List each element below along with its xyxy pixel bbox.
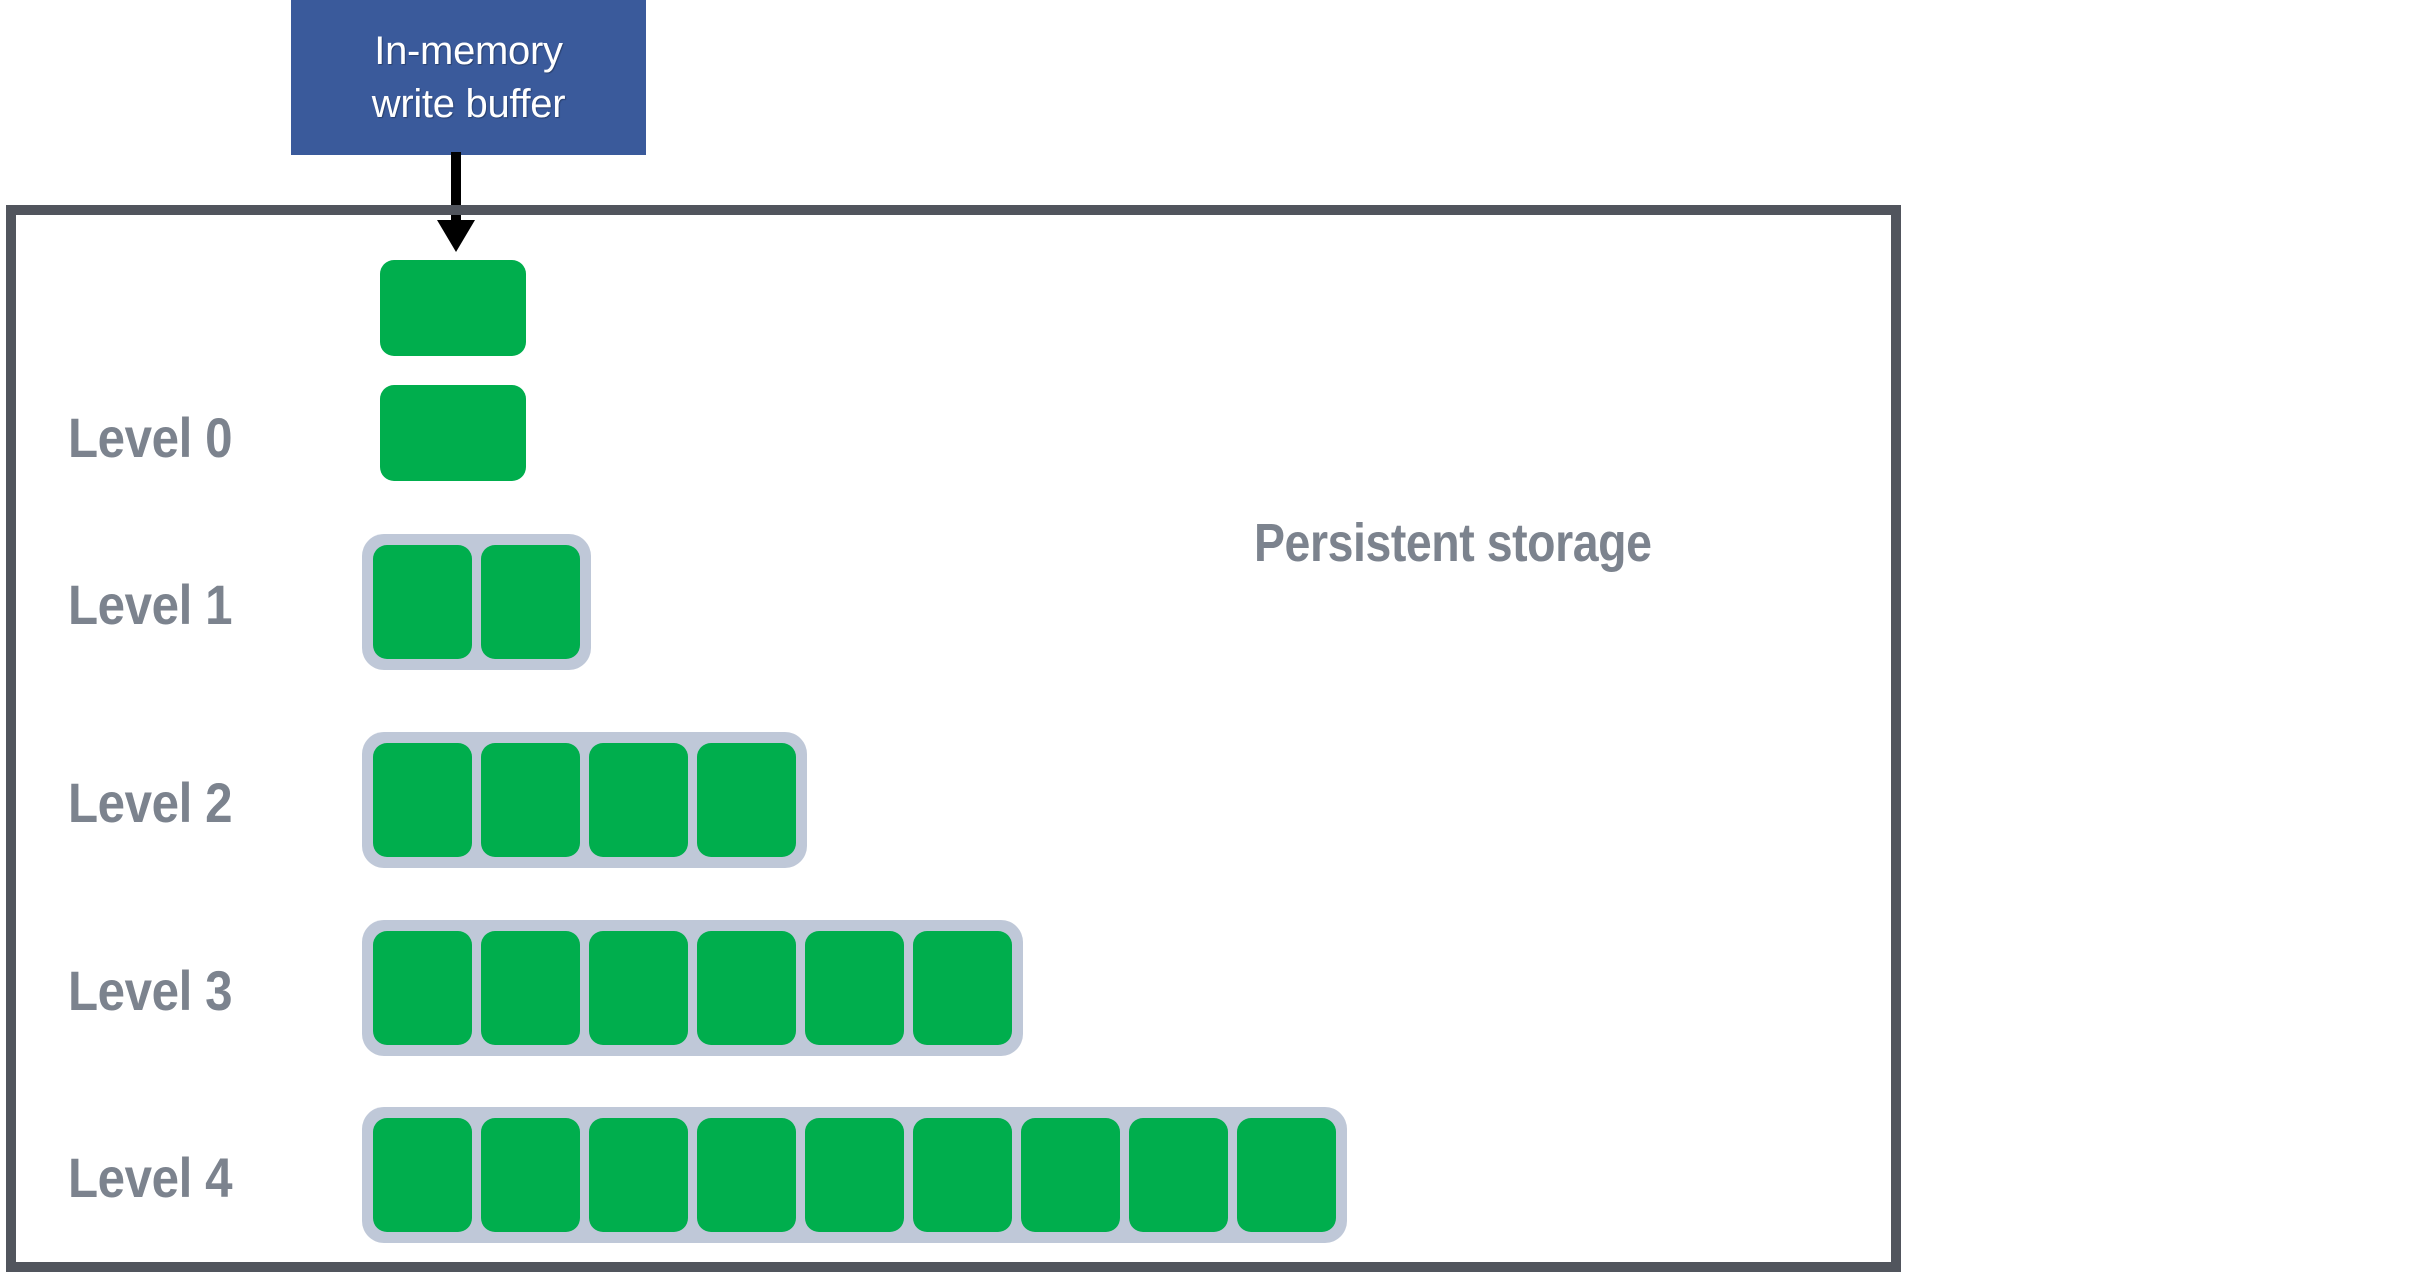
persistent-storage-label: Persistent storage <box>1254 513 1652 573</box>
sstable-block <box>373 1118 472 1232</box>
sstable-block <box>1237 1118 1336 1232</box>
run-container-level-3 <box>362 920 1023 1056</box>
sstable-block <box>697 931 796 1045</box>
sstable-block <box>805 931 904 1045</box>
buffer-label-line-2: write buffer <box>371 81 566 126</box>
sstable-block <box>589 931 688 1045</box>
level-label-4: Level 4 <box>68 1146 233 1209</box>
level-label-1: Level 1 <box>68 573 233 636</box>
run-container-level-1 <box>362 534 591 670</box>
sstable-block <box>380 385 526 481</box>
sstable-block <box>1021 1118 1120 1232</box>
sstable-block <box>913 931 1012 1045</box>
buffer-label-line-1: In-memory <box>374 28 563 73</box>
sstable-block <box>697 1118 796 1232</box>
sstable-block <box>589 1118 688 1232</box>
in-memory-write-buffer-box: In-memory write buffer <box>291 0 646 155</box>
sstable-block <box>481 931 580 1045</box>
run-container-level-2 <box>362 732 807 868</box>
sstable-block <box>589 743 688 857</box>
level-label-3: Level 3 <box>68 959 233 1022</box>
flush-arrow-down-icon <box>437 152 475 252</box>
sstable-block <box>380 260 526 356</box>
sstable-block <box>481 743 580 857</box>
level-label-0: Level 0 <box>68 406 233 469</box>
sstable-block <box>481 1118 580 1232</box>
sstable-block <box>373 931 472 1045</box>
sstable-block <box>481 545 580 659</box>
sstable-block <box>805 1118 904 1232</box>
sstable-block <box>697 743 796 857</box>
sstable-block <box>913 1118 1012 1232</box>
level-label-2: Level 2 <box>68 771 233 834</box>
run-container-level-4 <box>362 1107 1347 1243</box>
sstable-block <box>373 743 472 857</box>
sstable-block <box>1129 1118 1228 1232</box>
persistent-storage-frame <box>6 205 1901 1272</box>
sstable-block <box>373 545 472 659</box>
